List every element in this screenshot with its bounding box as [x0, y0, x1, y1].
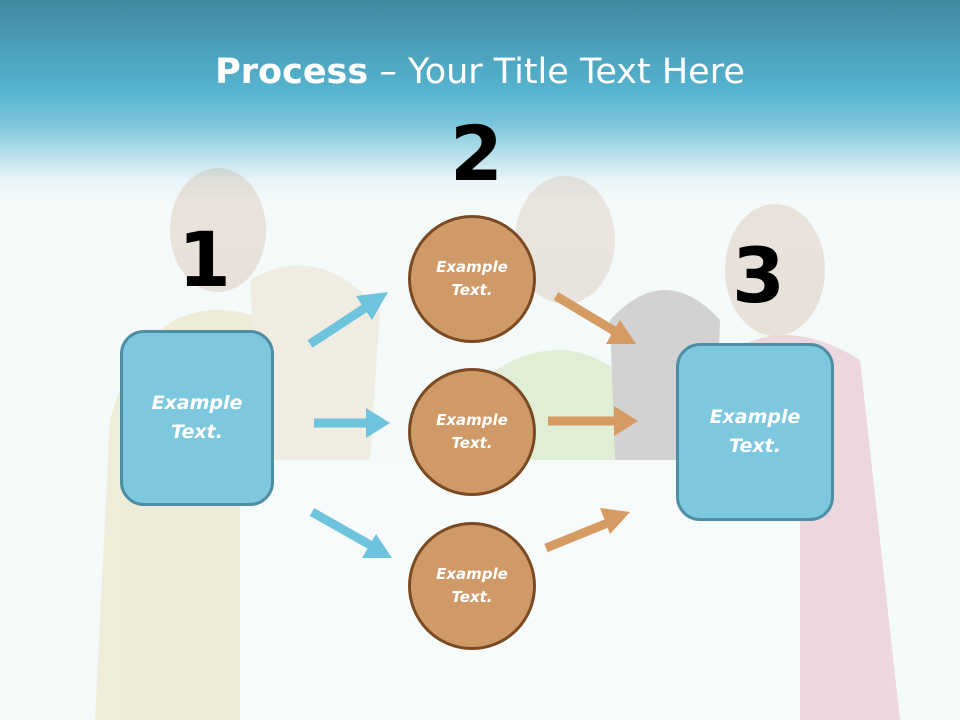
left-text-box[interactable]: Example Text.	[120, 330, 274, 506]
header-band	[0, 0, 960, 200]
title-rest: – Your Title Text Here	[368, 52, 745, 92]
circle-step-1[interactable]: Example Text.	[408, 215, 536, 343]
right-box-text: Example Text.	[709, 405, 801, 457]
step-number-1: 1	[178, 215, 231, 304]
arrow-brown-straight	[548, 406, 638, 436]
slide-title: Process – Your Title Text Here	[0, 52, 960, 92]
title-bold: Process	[215, 52, 369, 92]
circle-2-text: Example Text.	[436, 410, 508, 452]
arrow-brown-up	[544, 508, 630, 553]
circle-1-text: Example Text.	[436, 257, 508, 299]
left-box-text: Example Text.	[151, 391, 243, 443]
circle-step-3[interactable]: Example Text.	[408, 522, 536, 650]
circle-step-2[interactable]: Example Text.	[408, 368, 536, 496]
arrow-blue-down	[309, 508, 392, 558]
arrow-blue-straight	[314, 408, 390, 438]
arrow-brown-down	[553, 292, 636, 344]
right-text-box[interactable]: Example Text.	[676, 343, 834, 521]
step-number-3: 3	[732, 231, 785, 320]
arrow-blue-up	[307, 292, 388, 348]
circle-3-text: Example Text.	[436, 564, 508, 606]
step-number-2: 2	[450, 109, 503, 198]
